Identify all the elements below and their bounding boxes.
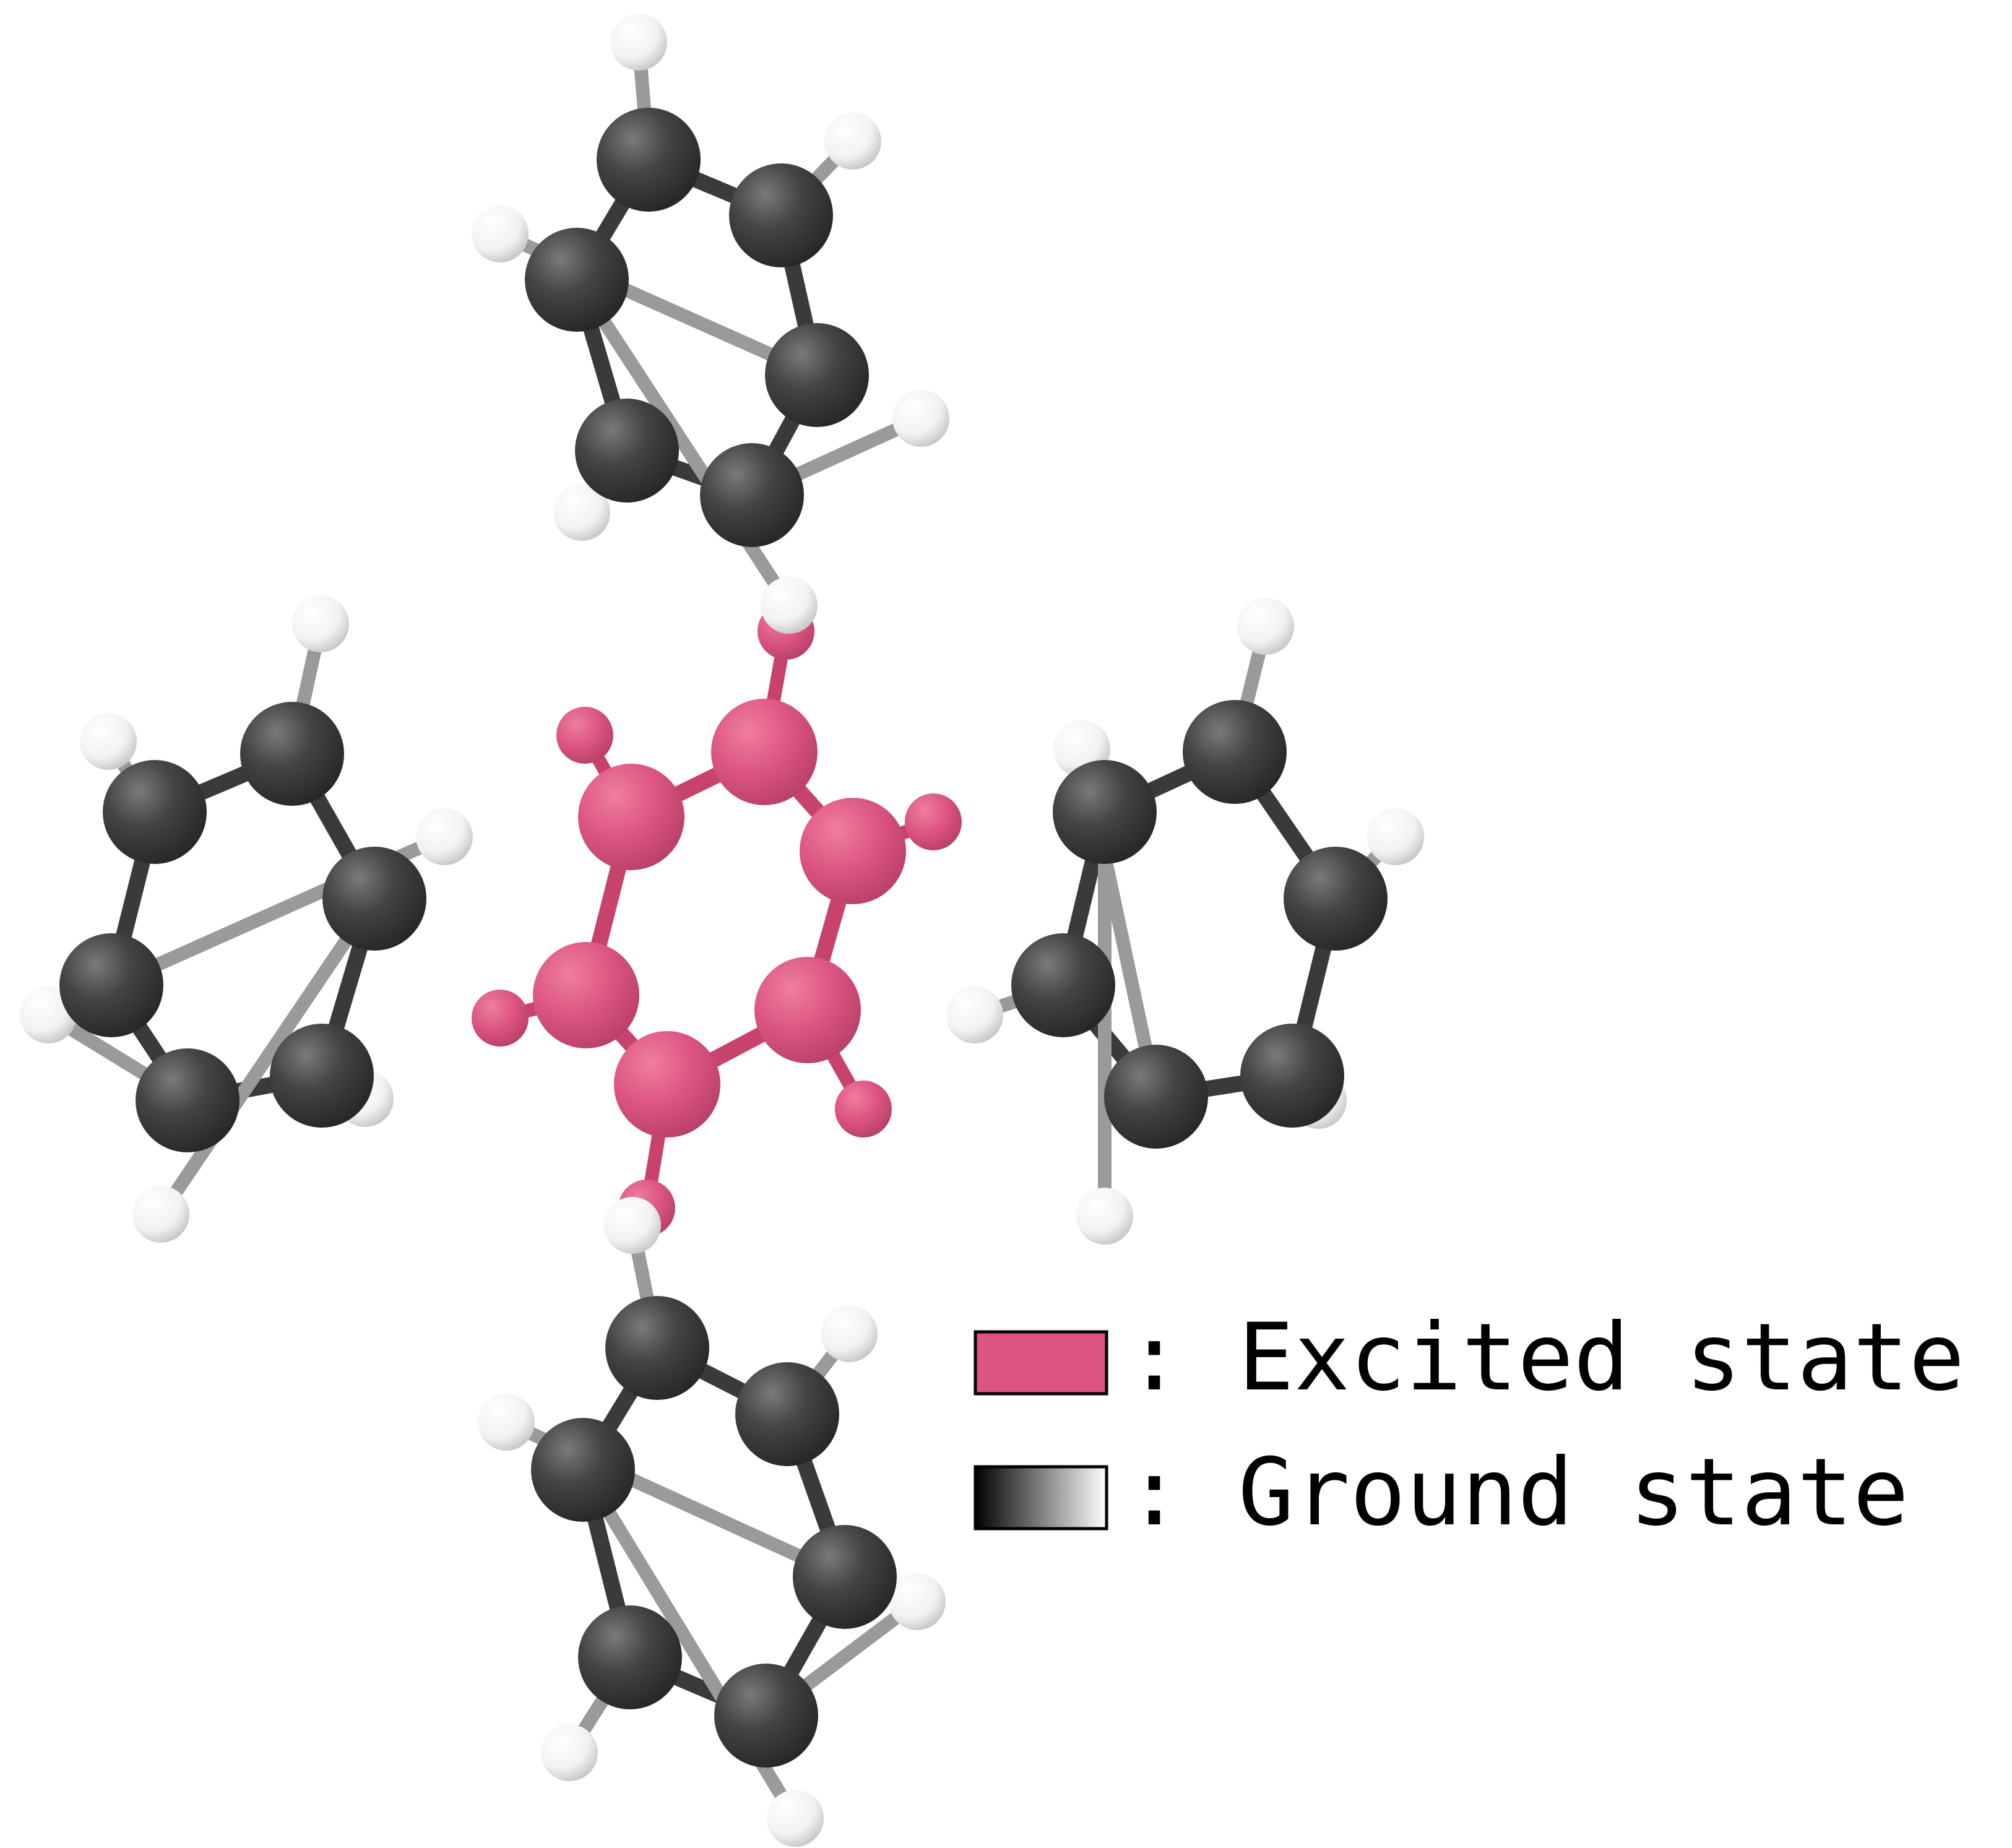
ground-top-hydrogen-atom <box>472 205 529 262</box>
ground-left-hydrogen-atom <box>132 1186 189 1243</box>
ground-right-carbon-atom <box>1053 760 1157 864</box>
ground-top-carbon-atom <box>597 108 701 212</box>
excited-center-carbon-atom <box>800 798 906 904</box>
ground-state-swatch <box>974 1465 1108 1531</box>
excited-center-hydrogen-atom <box>905 793 962 850</box>
ground-left-hydrogen-atom <box>80 713 137 770</box>
ground-bottom-carbon-atom <box>578 1605 682 1709</box>
ground-bottom-hydrogen-atom <box>821 1305 878 1362</box>
ground-left-carbon-atom <box>136 1048 240 1152</box>
ground-top-carbon-atom <box>700 443 804 547</box>
ground-bottom-carbon-atom <box>714 1664 818 1768</box>
ground-top-hydrogen-atom <box>553 484 610 541</box>
ground-bottom-hydrogen-atom <box>604 1197 661 1254</box>
ground-state-label: : Ground state <box>1126 1439 1909 1547</box>
ground-right-carbon-atom <box>1284 847 1388 951</box>
ground-bottom-hydrogen-atom <box>889 1573 946 1630</box>
excited-center-hydrogen-atom <box>556 707 613 764</box>
excited-center-carbon-atom <box>533 942 639 1048</box>
ground-top-carbon-atom <box>729 163 833 267</box>
ground-top-carbon-atom <box>525 228 629 332</box>
excited-center-carbon-atom <box>711 699 818 805</box>
ground-left-carbon-atom <box>59 933 163 1037</box>
ground-bottom-hydrogen-atom <box>478 1394 535 1451</box>
ground-right-hydrogen-atom <box>1076 1188 1133 1245</box>
ground-top-hydrogen-atom <box>824 113 881 170</box>
ground-right-carbon-atom <box>1104 1045 1208 1149</box>
ground-bottom-carbon-atom <box>793 1525 897 1629</box>
ground-left-carbon-atom <box>103 760 207 864</box>
excited-center-carbon-atom <box>614 1031 720 1138</box>
ground-left-hydrogen-atom <box>292 595 349 652</box>
excited-center-hydrogen-atom <box>472 990 529 1047</box>
excited-center-carbon-atom <box>754 957 861 1063</box>
ground-right-hydrogen-atom <box>1237 598 1294 655</box>
ground-left-carbon-atom <box>270 1024 374 1128</box>
ground-bottom-carbon-atom <box>531 1418 635 1522</box>
ground-right-carbon-atom <box>1183 700 1287 804</box>
ground-top-hydrogen-atom <box>761 577 818 634</box>
ground-left-carbon-atom <box>322 847 426 951</box>
ground-right-hydrogen-atom <box>946 987 1003 1043</box>
ground-bottom-hydrogen-atom <box>541 1724 598 1781</box>
ground-bottom-carbon-atom <box>735 1362 839 1466</box>
excited-state-label: : Excited state <box>1126 1304 1965 1412</box>
excited-center-carbon-atom <box>578 764 684 870</box>
legend: : Excited state : Ground state <box>974 1304 1965 1547</box>
ground-top-ch-bond <box>570 273 796 612</box>
ground-top-carbon-atom <box>575 399 679 503</box>
ground-left-carbon-atom <box>240 702 344 806</box>
ground-right-carbon-atom <box>1240 1024 1344 1128</box>
ground-left-ch-bond <box>154 892 381 1221</box>
ground-top-carbon-atom <box>765 323 869 427</box>
ground-right-hydrogen-atom <box>1367 808 1424 865</box>
ground-top-hydrogen-atom <box>610 14 667 71</box>
ground-top-hydrogen-atom <box>892 390 949 447</box>
ground-bottom-hydrogen-atom <box>767 1790 824 1847</box>
excited-state-swatch <box>974 1330 1108 1396</box>
ground-right-carbon-atom <box>1011 933 1115 1037</box>
ground-left-hydrogen-atom <box>416 808 473 865</box>
excited-center-hydrogen-atom <box>835 1081 892 1138</box>
bonds-layer <box>41 35 1402 1825</box>
ground-bottom-carbon-atom <box>605 1296 709 1400</box>
atoms-layer <box>20 14 1424 1847</box>
